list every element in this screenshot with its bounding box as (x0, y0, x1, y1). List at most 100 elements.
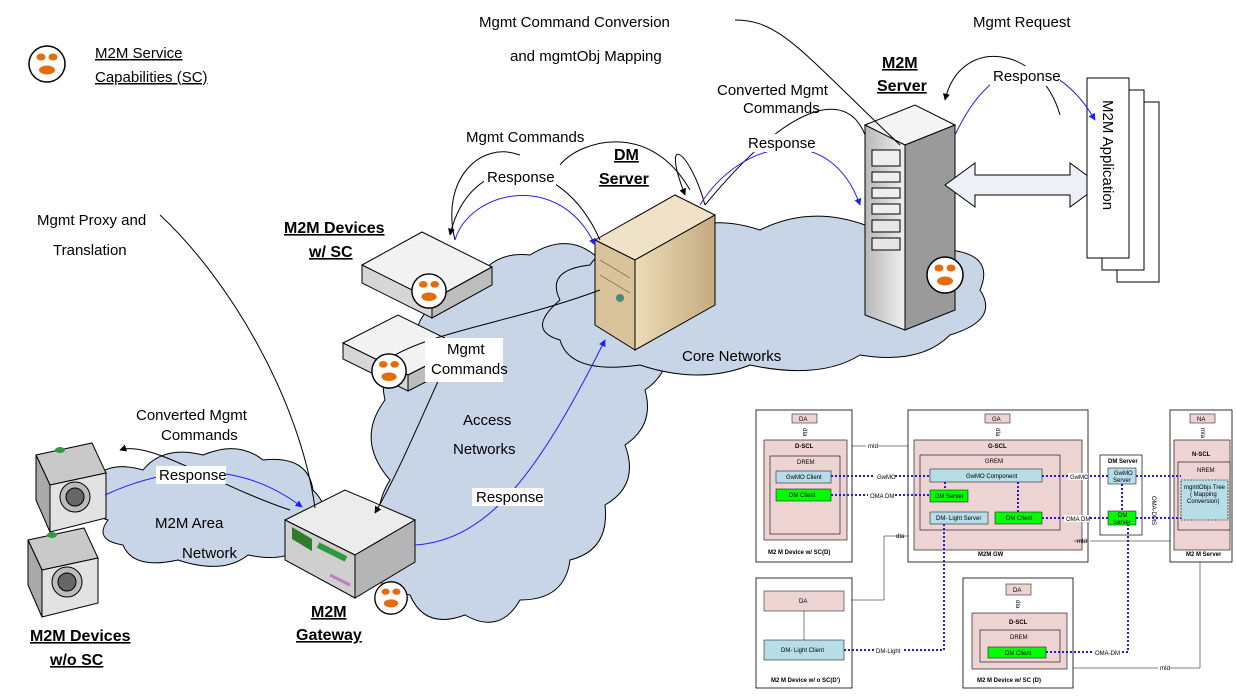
mini-da-top: DA (799, 417, 807, 423)
mini-dms-dm-2: Server (1113, 520, 1131, 526)
gateway-sc-icon (374, 581, 408, 615)
m2m-server-label-2: Server (877, 78, 927, 95)
response-top-label: Response (993, 68, 1061, 85)
mini-grem: GREM (985, 459, 1003, 465)
mini-nrem: NREM (1197, 468, 1215, 474)
mini-dev-sc-d: M2 M Device w/ SC(D) (768, 550, 830, 556)
mini-gwmo-2: GwMO (1070, 475, 1089, 481)
device-sc-icon-2 (371, 353, 407, 389)
camera-device-bottom (27, 527, 99, 618)
mini-drem-1: DREM (797, 460, 815, 466)
dm-server-box (593, 194, 717, 351)
mini-dev-nosc: M2 M Device w/ o SC(D') (771, 678, 840, 684)
mini-dm-light-client: DM- Light Client (781, 648, 824, 654)
mgmt-command-arrows (119, 19, 1061, 514)
mini-oma-dms: OMA-DMS (1150, 496, 1156, 525)
access-networks-label-2: Networks (453, 441, 516, 458)
mini-dm-client-gw: DM Client (1006, 516, 1033, 522)
gateway-label-1: M2M (311, 604, 347, 621)
mini-dia-1: dIa (801, 428, 807, 437)
m2m-devices-sc-label-1: M2M Devices (284, 220, 385, 237)
mini-dm-client-2: DM Client (1005, 651, 1032, 657)
mini-mid-3: mId (1160, 666, 1170, 672)
mini-gwmo-client: GwMO Client (786, 475, 822, 481)
mini-m2m-server: M2 M Server (1186, 552, 1222, 558)
mini-dm-server-gw: DM Server (935, 494, 964, 500)
mini-dms-title: DM Server (1108, 459, 1138, 465)
mgmt-commands-top-label: Mgmt Commands (466, 129, 584, 146)
legend: M2M Service Capabilities (SC) (28, 45, 208, 86)
mini-dms-gwmo-2: Server (1113, 478, 1131, 484)
mini-omadm-2: OMA DM (1066, 517, 1090, 523)
mini-mid-2: mId (1077, 539, 1087, 545)
mini-mgmtobj-3: Conversion) (1187, 499, 1219, 505)
dm-server-label-1: DM (614, 147, 639, 164)
mini-dscl-1: D-SCL (795, 444, 814, 450)
m2m-server-tower (863, 104, 964, 331)
mini-mgmtobj-2: ( Mapping (1190, 492, 1217, 498)
response-device-label: Response (487, 169, 555, 186)
mini-dscl-2: D-SCL (1009, 620, 1028, 626)
mini-dia-4: dIa (1014, 600, 1020, 609)
server-app-double-arrow (944, 162, 1101, 208)
mgmt-proxy-line-2: Translation (53, 242, 127, 259)
mgmt-cmd-mid-1: Mgmt (447, 341, 485, 358)
mini-dms-dm-1: DM (1118, 513, 1127, 519)
conv-mgmt-left-2: Commands (161, 427, 238, 444)
device-sc-icon-1 (411, 273, 447, 309)
mini-dev-sc-d2: M2 M Device w/ SC (D) (977, 678, 1041, 684)
response-left-label: Response (159, 467, 227, 484)
core-networks-label: Core Networks (682, 348, 781, 365)
m2m-server-label-1: M2M (882, 55, 918, 72)
mini-gwmo-1: GwMO (877, 475, 896, 481)
devices-nosc-label-1: M2M Devices (30, 628, 131, 645)
m2m-devices-sc-label-2: w/ SC (308, 244, 353, 261)
devices-nosc-label-2: w/o SC (49, 652, 104, 669)
conv-mgmt-top-2: Commands (743, 100, 820, 117)
mini-m2m-gw: M2M GW (978, 552, 1004, 558)
mini-na: NA (1197, 417, 1205, 423)
conv-mgmt-left-1: Converted Mgmt (136, 407, 248, 424)
mini-mgmtobj-1: mgmtObjs Tree (1184, 485, 1226, 491)
legend-line-1: M2M Service (95, 45, 183, 62)
mini-dia-2: dIa (994, 428, 1000, 437)
mini-oma-dm-3: OMA-DM (1095, 651, 1120, 657)
mini-gscl: G-SCL (988, 444, 1007, 450)
conv-mgmt-top-1: Converted Mgmt (717, 82, 829, 99)
access-networks-label-1: Access (463, 412, 511, 429)
sc-icon (28, 45, 66, 83)
response-access-label: Response (476, 489, 544, 506)
mgmt-conv-line-2: and mgmtObj Mapping (510, 48, 662, 65)
mini-dm-client-1: DM Client (789, 493, 816, 499)
response-dm-label: Response (748, 135, 816, 152)
m2m-device-with-sc-1 (360, 231, 494, 319)
mgmt-proxy-line-1: Mgmt Proxy and (37, 212, 146, 229)
mini-nscl: N-SCL (1192, 452, 1211, 458)
mini-ga: GA (992, 417, 1001, 423)
camera-device-top (35, 442, 107, 533)
mini-architecture-diagram: DA dIa D-SCL DREM GwMO Client DM Client … (755, 409, 1233, 689)
legend-line-2: Capabilities (SC) (95, 69, 208, 86)
mini-dia-3: dIa (896, 534, 905, 540)
m2m-application-stack: M2M Application (1086, 77, 1160, 283)
gateway-label-2: Gateway (296, 627, 362, 644)
mini-drem-2: DREM (1010, 635, 1028, 641)
mini-mia: mIa (1199, 428, 1205, 439)
mgmt-conv-line-1: Mgmt Command Conversion (479, 14, 670, 31)
dm-server-label-2: Server (599, 171, 649, 188)
area-network-label-1: M2M Area (155, 515, 224, 532)
mgmt-cmd-mid-2: Commands (431, 361, 508, 378)
mini-dms-gwmo-1: GwMO (1114, 471, 1133, 477)
server-sc-icon (926, 256, 964, 294)
area-network-label-2: Network (182, 545, 238, 562)
mini-omadm-1: OMA DM (870, 494, 894, 500)
mini-gwmo-component: GwMO Component (966, 474, 1018, 480)
mgmt-request-label: Mgmt Request (973, 14, 1071, 31)
mini-da-nosc: DA (799, 599, 807, 605)
mini-mid-1: mId (868, 444, 878, 450)
mini-dm-light-server: DM- Light Server (936, 516, 981, 522)
area-network-cloud (85, 448, 325, 567)
m2m-gateway-device (283, 489, 417, 615)
